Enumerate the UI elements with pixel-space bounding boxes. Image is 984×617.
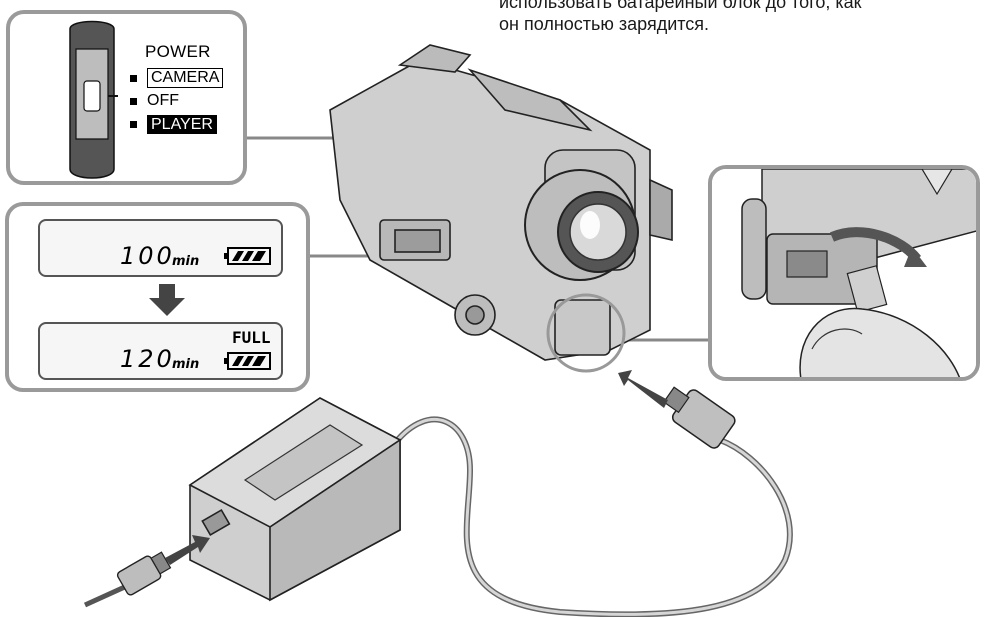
- battery-icon: [224, 247, 271, 265]
- unit-after: min: [172, 357, 200, 372]
- instruction-line-2: он полностью зарядится.: [499, 14, 710, 34]
- mode-player: PLAYER: [130, 115, 217, 134]
- off-mode-label: OFF: [147, 92, 179, 109]
- player-mode-label: PLAYER: [147, 115, 217, 134]
- battery-display-inset: 100 min 120 min FULL: [5, 202, 310, 392]
- player-indicator-icon: [130, 121, 137, 128]
- instruction-text: использовать батарейный блок до того, ка…: [499, 0, 979, 35]
- remaining-time-after: 120: [120, 345, 175, 373]
- lcd-after: 120 min FULL: [38, 322, 283, 380]
- remaining-time-before: 100: [120, 242, 175, 270]
- off-indicator-icon: [130, 97, 137, 105]
- battery-full-icon: [224, 352, 271, 370]
- mode-off: OFF: [130, 92, 179, 110]
- power-label: POWER: [145, 42, 211, 61]
- dc-cable: [392, 416, 793, 617]
- ac-adapter: [188, 397, 402, 602]
- camera-mode-label: CAMERA: [147, 68, 224, 88]
- lcd-before: 100 min: [38, 219, 283, 277]
- dc-jack-inset: [708, 165, 980, 381]
- mode-camera: CAMERA: [130, 68, 224, 88]
- power-plug: [116, 551, 172, 596]
- dc-jack-closeup: [712, 169, 976, 377]
- unit-before: min: [172, 254, 200, 269]
- dc-plug: [662, 386, 736, 449]
- power-plug-arrow: [165, 535, 210, 565]
- power-switch-icon: [69, 20, 118, 179]
- instruction-line-1: использовать батарейный блок до того, ка…: [499, 0, 862, 12]
- camera-lens: [524, 169, 639, 281]
- down-arrow-icon: [149, 284, 185, 316]
- camera-indicator-icon: [130, 74, 137, 82]
- dc-in-highlight: [546, 293, 626, 373]
- plug-direction-arrow: [618, 370, 668, 408]
- full-charge-label: FULL: [232, 328, 271, 347]
- power-switch-inset: POWER CAMERA OFF PLAYER: [6, 10, 247, 185]
